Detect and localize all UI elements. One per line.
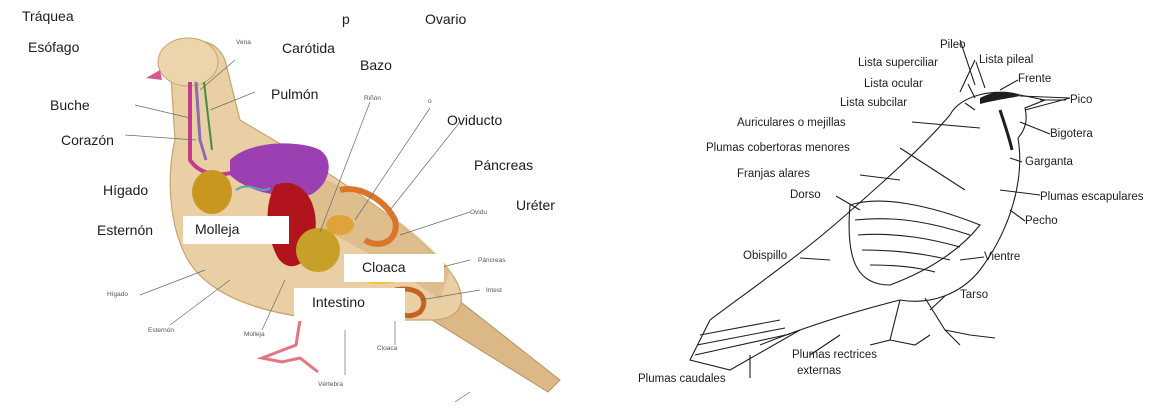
small-label-ovidu: Ovidu [470, 210, 487, 217]
label-lista-ocular: Lista ocular [864, 79, 923, 91]
plumage-diagram: Pileo Lista superciliar Lista pileal Fre… [600, 0, 1172, 408]
label-bazo: Bazo [354, 55, 398, 75]
label-plumas-cobertoras: Plumas cobertoras menores [706, 143, 850, 155]
label-externas: externas [797, 366, 841, 378]
label-franjas-alares: Franjas alares [737, 169, 810, 181]
label-carotida: Carótida [276, 38, 341, 58]
label-higado: Hígado [103, 183, 148, 197]
label-oviducto: Oviducto [447, 113, 502, 127]
label-lista-pileal: Lista pileal [979, 55, 1033, 67]
label-esternon: Esternón [97, 223, 153, 237]
label-tarso: Tarso [960, 290, 988, 302]
label-buche: Buche [50, 98, 90, 112]
small-label-vertebra: Vértebra [318, 382, 343, 389]
label-frente: Frente [1018, 74, 1051, 86]
label-lista-superciliar: Lista superciliar [858, 58, 938, 70]
label-garganta: Garganta [1025, 157, 1073, 169]
small-label-molleja: Molleja [244, 332, 265, 339]
label-corazon: Corazón [61, 133, 114, 147]
small-label-higado: Hígado [107, 292, 128, 299]
label-pecho: Pecho [1025, 216, 1058, 228]
label-molleja: Molleja [183, 216, 289, 244]
label-ureter: Uréter [516, 198, 555, 212]
small-label-vena: Vena [236, 40, 251, 47]
label-plumas-escapulares: Plumas escapulares [1040, 192, 1144, 204]
label-pileo: Pileo [940, 40, 966, 52]
label-ovario: Ovario [425, 12, 466, 26]
label-cloaca: Cloaca [344, 254, 444, 282]
label-lista-subocular: Lista subcilar [840, 98, 907, 110]
label-dorso: Dorso [790, 190, 821, 202]
label-vientre: Vientre [984, 252, 1020, 264]
label-intestino: Intestino [294, 288, 405, 321]
small-label-o: o [428, 99, 432, 106]
label-esofago: Esófago [28, 40, 79, 54]
small-label-intest: Intest [486, 288, 502, 295]
label-pulmon: Pulmón [265, 84, 324, 104]
label-plumas-caudales: Plumas caudales [638, 374, 726, 386]
label-obispillo: Obispillo [743, 251, 787, 263]
label-pancreas: Páncreas [474, 158, 533, 172]
anatomy-diagram: Tráquea Esófago Buche Corazón Hígado Est… [0, 0, 600, 408]
label-p: p [342, 12, 350, 26]
label-bigotera: Bigotera [1050, 129, 1093, 141]
label-traquea: Tráquea [22, 9, 74, 23]
small-label-pancreas: Páncreas [478, 258, 505, 265]
small-label-esternon: Esternón [148, 328, 174, 335]
small-label-cloaca: Cloaca [377, 346, 397, 353]
small-label-rinon: Riñón [364, 96, 381, 103]
label-pico: Pico [1070, 95, 1092, 107]
anatomy-illustration [0, 0, 600, 408]
label-auriculares: Auriculares o mejillas [737, 118, 846, 130]
label-plumas-rectrices: Plumas rectrices [792, 350, 877, 362]
